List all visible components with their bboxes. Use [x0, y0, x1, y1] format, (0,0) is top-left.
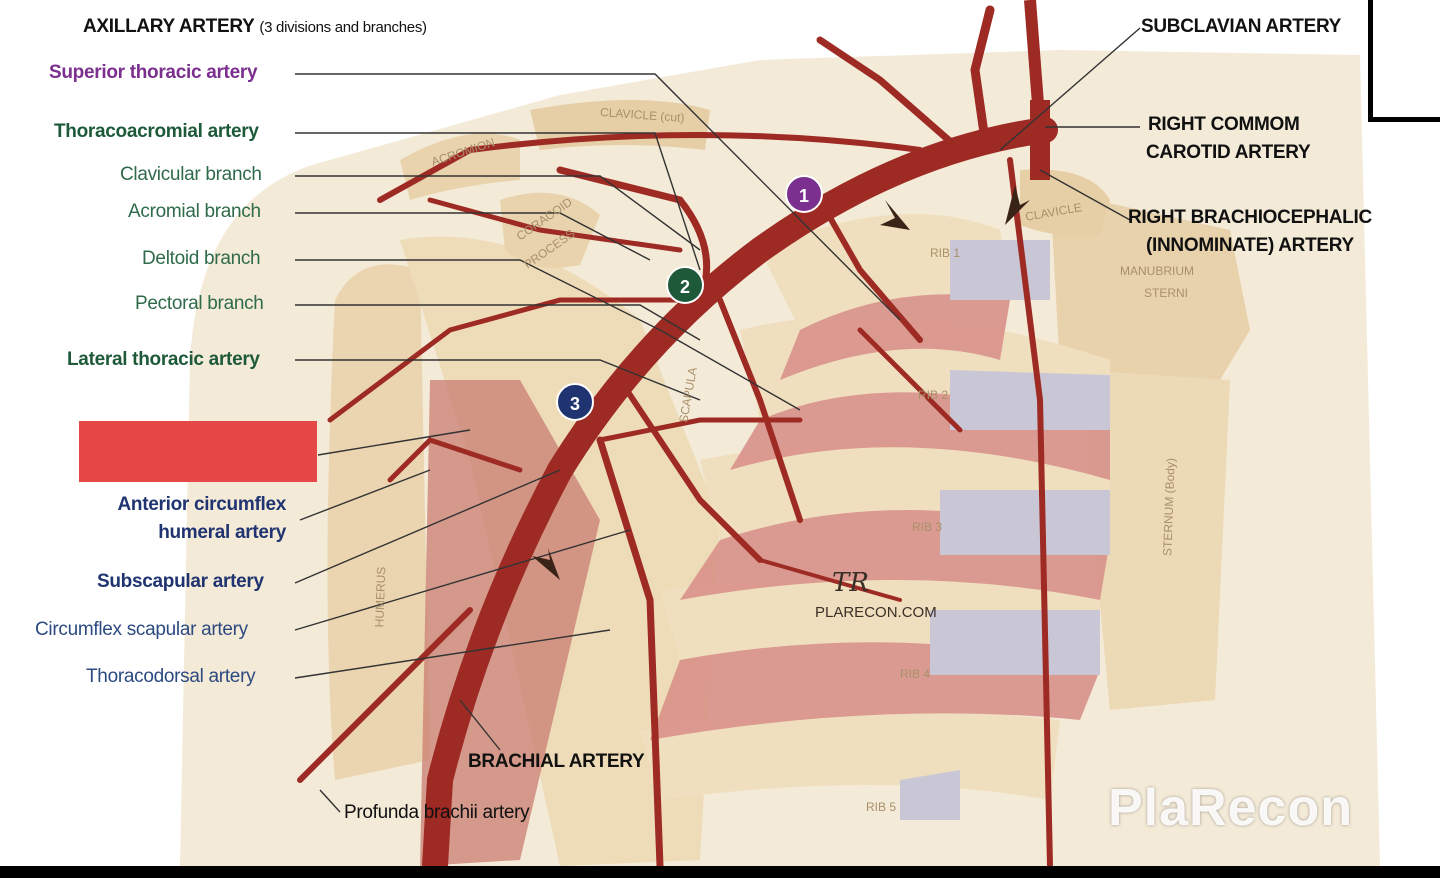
leader-profunda [319, 789, 341, 813]
leader-thoracoacromial [295, 132, 701, 271]
watermark-logo: PlaRecon [1108, 779, 1353, 837]
manubrium-shape [1050, 190, 1250, 380]
arrow-carotid [1005, 185, 1030, 225]
arrow-rib1 [880, 200, 910, 230]
bone-rib4: RIB 4 [900, 667, 931, 681]
label-acromial: Acromial branch [128, 201, 261, 222]
branch-deltoid [327, 297, 693, 423]
title-sub: (3 divisions and branches) [259, 19, 427, 36]
label-pectoral: Pectoral branch [135, 293, 264, 314]
label-ant-circumflex-1: Anterior circumflex [117, 494, 286, 515]
branch-superior-thoracic [817, 197, 923, 343]
humerus-shape [327, 264, 430, 780]
label-clavicular: Clavicular branch [120, 164, 262, 185]
diagram-title: AXILLARY ARTERY (3 divisions and branche… [83, 16, 427, 39]
label-superior-thoracic: Superior thoracic artery [49, 62, 258, 83]
label-subscapular: Subscapular artery [97, 571, 264, 592]
site-credit: PLARECON.COM [815, 604, 937, 621]
leader-circumflex-scapular [294, 529, 631, 631]
branch-suprascapular [377, 132, 923, 203]
branch-thoracodorsal [596, 436, 664, 870]
bone-rib5: RIB 5 [866, 800, 897, 814]
label-carotid-2: CAROTID ARTERY [1146, 142, 1311, 163]
cartilage-4 [930, 610, 1100, 675]
clavicle-right-shape [1020, 169, 1110, 237]
leader-clavicular [295, 175, 701, 251]
artist-signature: TR [832, 568, 869, 598]
bone-manubrium-2: STERNI [1144, 286, 1189, 300]
label-thoracoacromial: Thoracoacromial artery [54, 121, 259, 142]
bone-humerus: HUMERUS [372, 566, 389, 628]
leader-superior-thoracic [295, 73, 901, 321]
branch-thyrocervical [816, 36, 964, 154]
bottom-bar [0, 866, 1440, 878]
cartilage-3 [940, 490, 1110, 555]
arrow-lateral [532, 548, 560, 580]
artery-branches [297, 5, 1053, 870]
label-carotid-1: RIGHT COMMOM [1148, 114, 1300, 135]
branch-circumflex-scapular [597, 417, 803, 443]
leader-ant-circumflex [299, 469, 431, 521]
leader-brachial [459, 699, 501, 751]
intercostal-1 [780, 294, 1010, 380]
label-profunda: Profunda brachii artery [344, 802, 530, 823]
branch-thoracoacromial [556, 166, 711, 304]
label-subclavian: SUBCLAVIAN ARTERY [1141, 16, 1342, 37]
cartilage-5 [900, 770, 960, 820]
leader-thoracodorsal [294, 629, 611, 679]
leader-lateral-thoracic [295, 359, 701, 401]
common-carotid [1024, 0, 1046, 131]
label-brachiocephalic-2: (INNOMINATE) ARTERY [1146, 235, 1354, 256]
branch-pectoral [717, 297, 803, 523]
branch-chest-1 [857, 327, 963, 433]
division-1-badge: 1 [785, 175, 823, 213]
bone-manubrium-1: MANUBRIUM [1120, 264, 1194, 278]
label-thoracodorsal: Thoracodorsal artery [86, 666, 256, 687]
division-2-badge: 2 [666, 266, 704, 304]
cartilage-1 [950, 240, 1050, 300]
leader-lines [294, 27, 1141, 813]
leader-pectoral [295, 304, 701, 341]
label-brachial: BRACHIAL ARTERY [468, 751, 645, 772]
sternum-shape [1080, 370, 1230, 710]
bone-rib3: RIB 3 [912, 520, 943, 534]
label-lateral-thoracic: Lateral thoracic artery [67, 349, 260, 370]
branch-profunda [297, 607, 473, 783]
branch-internal-thoracic [1007, 157, 1053, 869]
arrow-markers [532, 185, 1030, 580]
cartilage-2 [950, 370, 1110, 430]
label-circumflex-scapular: Circumflex scapular artery [35, 619, 248, 640]
label-brachiocephalic-1: RIGHT BRACHIOCEPHALIC [1128, 207, 1372, 228]
label-deltoid: Deltoid branch [142, 248, 261, 269]
answer-cover-box[interactable] [79, 421, 317, 482]
branch-chest-2 [758, 558, 902, 602]
label-ant-circumflex-2: humeral artery [158, 522, 286, 543]
leader-brachiocephalic [1039, 169, 1131, 221]
bone-rib2: RIB 2 [918, 388, 949, 402]
intercostal-muscles [650, 294, 1110, 740]
corner-box [1368, 0, 1440, 122]
leader-subscapular [294, 469, 561, 584]
leader-redbox [317, 429, 471, 456]
branch-vertebral [970, 5, 995, 145]
branch-acromial [427, 197, 683, 253]
division-3-badge: 3 [556, 383, 594, 421]
branch-ant-circumflex [387, 437, 523, 483]
title-main: AXILLARY ARTERY [83, 16, 255, 37]
axillary-artery-main [422, 117, 1058, 878]
leader-acromial [295, 212, 651, 261]
bone-rib1: RIB 1 [930, 246, 961, 260]
leader-deltoid [295, 259, 801, 411]
leader-subclavian [999, 27, 1141, 151]
branch-lateral-thoracic [617, 377, 763, 563]
